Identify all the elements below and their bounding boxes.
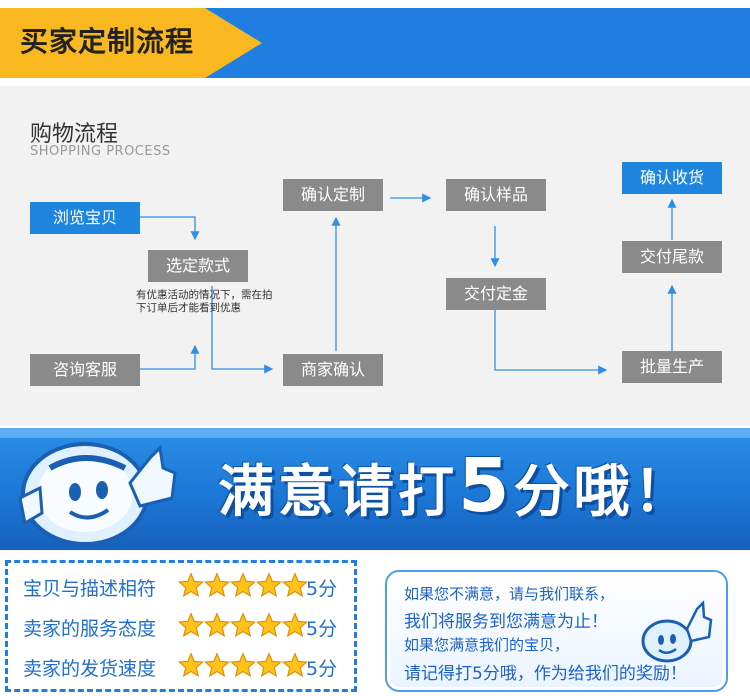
step-balance: 交付尾款 xyxy=(622,241,722,273)
step-confirm-receipt: 确认收货 xyxy=(622,162,722,194)
step-deposit: 交付定金 xyxy=(446,278,546,310)
message-line-4: 请记得打5分哦，作为给我们的奖励！ xyxy=(404,664,687,684)
rating-row: 卖家的发货速度 5分 xyxy=(18,650,348,682)
star-icon xyxy=(177,610,205,640)
rating-label: 宝贝与描述相符 xyxy=(23,578,157,600)
step-merchant-confirm: 商家确认 xyxy=(283,354,383,386)
star-icon xyxy=(255,610,283,640)
process-arrows xyxy=(140,193,677,375)
banner-stripe xyxy=(0,428,750,438)
step-browse: 浏览宝贝 xyxy=(30,202,140,234)
step-confirm-custom: 确认定制 xyxy=(283,179,383,211)
header-banner: 买家定制流程 xyxy=(0,0,750,86)
step-production: 批量生产 xyxy=(622,351,722,383)
step-select: 选定款式 xyxy=(148,250,248,282)
rating-stars xyxy=(177,650,309,682)
star-icon xyxy=(255,650,283,680)
rating-stars xyxy=(177,610,309,642)
star-icon xyxy=(229,570,257,600)
rating-banner: 满意请打5分哦！ xyxy=(0,428,750,550)
step-consult: 咨询客服 xyxy=(30,354,140,386)
mascot-icon xyxy=(18,442,177,546)
discount-note: 有优惠活动的情况下，需在拍下订单后才能看到优惠 xyxy=(136,289,273,314)
feedback-message-panel: 如果您不满意，请与我们联系， 我们将服务到您满意为止！ 如果您满意我们的宝贝， … xyxy=(385,570,728,692)
rating-label: 卖家的服务态度 xyxy=(23,618,157,640)
message-line-1: 如果您不满意，请与我们联系， xyxy=(404,585,615,603)
message-inner: 如果您不满意，请与我们联系， 我们将服务到您满意为止！ 如果您满意我们的宝贝， … xyxy=(390,575,723,687)
star-icon xyxy=(177,650,205,680)
header-yellow-tab xyxy=(0,8,262,78)
rating-score: 5分 xyxy=(306,578,338,600)
star-icon xyxy=(229,650,257,680)
header-title: 买家定制流程 xyxy=(20,25,195,58)
step-confirm-sample: 确认样品 xyxy=(446,179,546,211)
ratings-panel: 宝贝与描述相符 5分 卖家的服务态度 5分 卖家的发货速度 5分 xyxy=(5,560,357,692)
banner-text-five: 5 xyxy=(458,443,514,529)
rating-score: 5分 xyxy=(306,618,338,640)
star-icon xyxy=(281,650,309,680)
star-icon xyxy=(203,570,231,600)
process-subtitle: SHOPPING PROCESS xyxy=(30,144,171,159)
rating-row: 卖家的服务态度 5分 xyxy=(18,610,348,642)
message-line-2: 我们将服务到您满意为止！ xyxy=(404,612,608,632)
star-icon xyxy=(203,650,231,680)
rating-label: 卖家的发货速度 xyxy=(23,658,157,680)
star-icon xyxy=(203,610,231,640)
star-icon xyxy=(229,610,257,640)
banner-text-before: 满意请打 xyxy=(218,460,458,525)
mascot-thumbs-up-icon xyxy=(641,600,713,663)
star-icon xyxy=(281,610,309,640)
rating-stars xyxy=(177,570,309,602)
rating-score: 5分 xyxy=(306,658,338,680)
star-icon xyxy=(255,570,283,600)
banner-text-after: 分哦！ xyxy=(513,460,694,525)
message-line-3: 如果您满意我们的宝贝， xyxy=(404,636,570,654)
star-icon xyxy=(281,570,309,600)
star-icon xyxy=(177,570,205,600)
shopping-process-section: 购物流程 SHOPPING PROCESS xyxy=(0,86,750,426)
process-title: 购物流程 xyxy=(30,122,119,147)
banner-text: 满意请打5分哦！ xyxy=(218,446,694,533)
rating-row: 宝贝与描述相符 5分 xyxy=(18,570,348,602)
